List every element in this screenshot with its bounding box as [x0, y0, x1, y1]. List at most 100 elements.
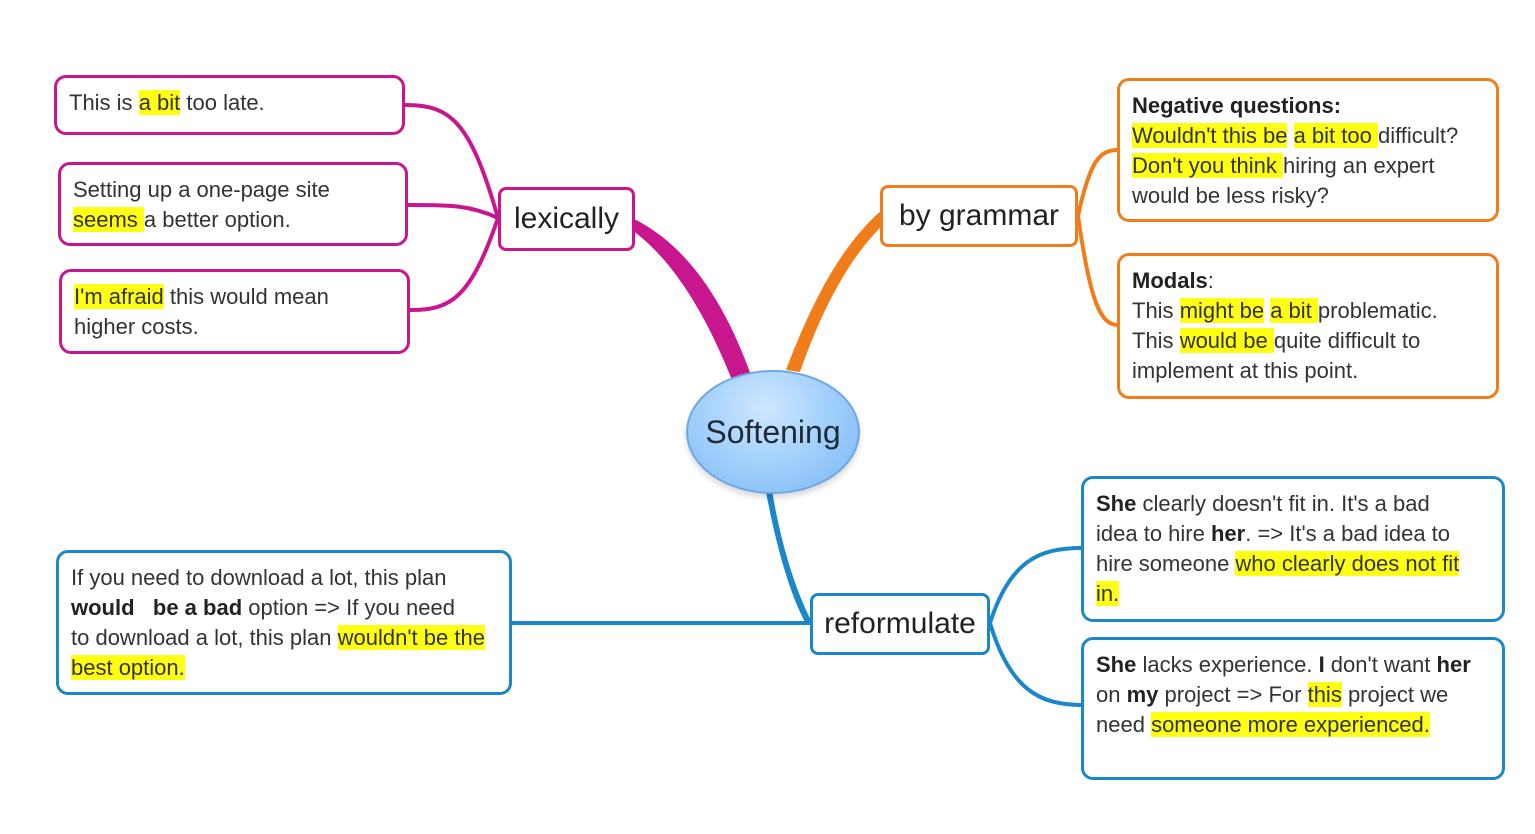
leaf-text-line: This might be a bit problematic. [1132, 296, 1484, 326]
leaf-text-line: Negative questions: [1132, 91, 1484, 121]
text-segment: hire someone [1096, 551, 1236, 576]
highlighted-phrase: a bit too [1293, 123, 1378, 148]
leaf-text-line: She lacks experience. I don't want her [1096, 650, 1490, 680]
link-reformulate-3 [988, 622, 1083, 707]
text-segment: problematic. [1317, 298, 1438, 323]
leaf-text-line: This would be quite difficult to [1132, 326, 1484, 356]
trunk-grammar [786, 210, 882, 372]
text-segment: need [1096, 712, 1152, 737]
text-segment: to download a lot, this plan [71, 625, 338, 650]
leaf-text-line: Wouldn't this be a bit too difficult? [1132, 121, 1484, 151]
leaf-text-line: would be less risky? [1132, 181, 1484, 211]
link-grammar-1 [1076, 148, 1119, 217]
leaf-text-line: need someone more experienced. [1096, 710, 1490, 740]
leaf-text-line: seems a better option. [73, 205, 393, 235]
text-segment: implement at this point. [1132, 358, 1359, 383]
highlighted-phrase: I'm afraid [74, 284, 164, 309]
highlighted-phrase: seems [73, 207, 144, 232]
leaf-text-line: to download a lot, this plan wouldn't be… [71, 623, 497, 653]
bold-word: my [1126, 682, 1159, 707]
link-lexically-3 [409, 217, 500, 312]
leaf-text-line: would be a bad option => If you need [71, 593, 497, 623]
leaf-grammar-2[interactable]: Modals:This might be a bit problematic.T… [1117, 253, 1499, 399]
leaf-text-line: Modals: [1132, 266, 1484, 296]
link-lexically-2 [407, 203, 499, 220]
text-segment: too late. [180, 90, 265, 115]
text-segment: lacks experience. [1136, 652, 1319, 677]
text-segment: . => It's a bad idea to [1245, 521, 1451, 546]
highlighted-phrase: in. [1096, 581, 1120, 606]
highlighted-phrase: would be [1179, 328, 1274, 353]
branch-grammar-label: by grammar [898, 199, 1060, 232]
link-lexically-1 [404, 103, 500, 219]
bold-word: be a bad [152, 595, 243, 620]
bold-word: Modals [1132, 268, 1208, 293]
leaf-text-line: If you need to download a lot, this plan [71, 563, 497, 593]
highlighted-phrase: wouldn't be the [337, 625, 485, 650]
bold-word: She [1096, 491, 1137, 516]
text-segment: higher costs. [74, 314, 199, 339]
leaf-text-line: implement at this point. [1132, 356, 1484, 386]
leaf-lexically-2[interactable]: Setting up a one-page site seems a better… [58, 162, 408, 246]
leaf-grammar-1[interactable]: Negative questions:Wouldn't this be a bi… [1117, 78, 1499, 222]
leaf-text-line: I'm afraid this would mean [74, 282, 395, 312]
trunk-lexically [632, 218, 752, 380]
leaf-text-line: best option. [71, 653, 497, 683]
leaf-reformulate-1[interactable]: If you need to download a lot, this plan… [56, 550, 512, 695]
branch-reformulate[interactable]: reformulate [810, 593, 990, 655]
root-label: Softening [705, 413, 841, 450]
text-segment: This [1132, 328, 1180, 353]
text-segment: quite difficult to [1273, 328, 1421, 353]
link-reformulate-2 [988, 546, 1083, 624]
leaf-text-line: Don't you think hiring an expert [1132, 151, 1484, 181]
highlighted-phrase: who clearly does not fit [1235, 551, 1460, 576]
text-segment: difficult? [1377, 123, 1459, 148]
branch-grammar[interactable]: by grammar [880, 185, 1078, 247]
root-node[interactable]: Softening [686, 370, 860, 494]
text-segment: This [1132, 298, 1180, 323]
bold-word: She [1096, 652, 1137, 677]
highlighted-phrase: a bit [1270, 298, 1318, 323]
leaf-text-line: She clearly doesn't fit in. It's a bad [1096, 489, 1490, 519]
bold-word: I [1318, 652, 1325, 677]
text-segment: Setting up a one-page site [73, 177, 330, 202]
text-segment: idea to hire [1096, 521, 1211, 546]
highlighted-phrase: this [1307, 682, 1342, 707]
leaf-lexically-1[interactable]: This is a bit too late. [54, 75, 405, 135]
text-segment: option => If you need [242, 595, 455, 620]
bold-word: would [71, 595, 135, 620]
leaf-text-line: idea to hire her. => It's a bad idea to [1096, 519, 1490, 549]
text-segment: this would mean [163, 284, 329, 309]
highlighted-phrase: might be [1179, 298, 1265, 323]
text-segment: don't want [1324, 652, 1437, 677]
highlighted-phrase: a bit [138, 90, 181, 115]
branch-lexically-label: lexically [513, 202, 620, 235]
text-segment: would be less risky? [1132, 183, 1329, 208]
leaf-text-line: higher costs. [74, 312, 395, 342]
text-segment: clearly doesn't fit in. It's a bad [1136, 491, 1430, 516]
text-segment: This is [69, 90, 139, 115]
highlighted-phrase: someone more experienced. [1151, 712, 1430, 737]
highlighted-phrase: Wouldn't this be [1132, 123, 1288, 148]
bold-word: her [1436, 652, 1471, 677]
trunk-reformulate [766, 490, 812, 622]
leaf-text-line: in. [1096, 579, 1490, 609]
text-segment: project => For [1158, 682, 1308, 707]
link-grammar-2 [1076, 215, 1119, 327]
text-segment: : [1207, 268, 1214, 293]
leaf-text-line: Setting up a one-page site [73, 175, 393, 205]
text-segment [1287, 123, 1293, 148]
bold-word: her [1210, 521, 1246, 546]
text-segment: If you need to download a lot, this plan [71, 565, 447, 590]
text-segment: on [1096, 682, 1127, 707]
text-segment [135, 595, 153, 620]
text-segment: hiring an expert [1282, 153, 1435, 178]
highlighted-phrase: best option. [71, 655, 185, 680]
leaf-text-line: This is a bit too late. [69, 88, 390, 118]
branch-lexically[interactable]: lexically [498, 187, 635, 251]
branch-reformulate-label: reformulate [824, 607, 976, 640]
